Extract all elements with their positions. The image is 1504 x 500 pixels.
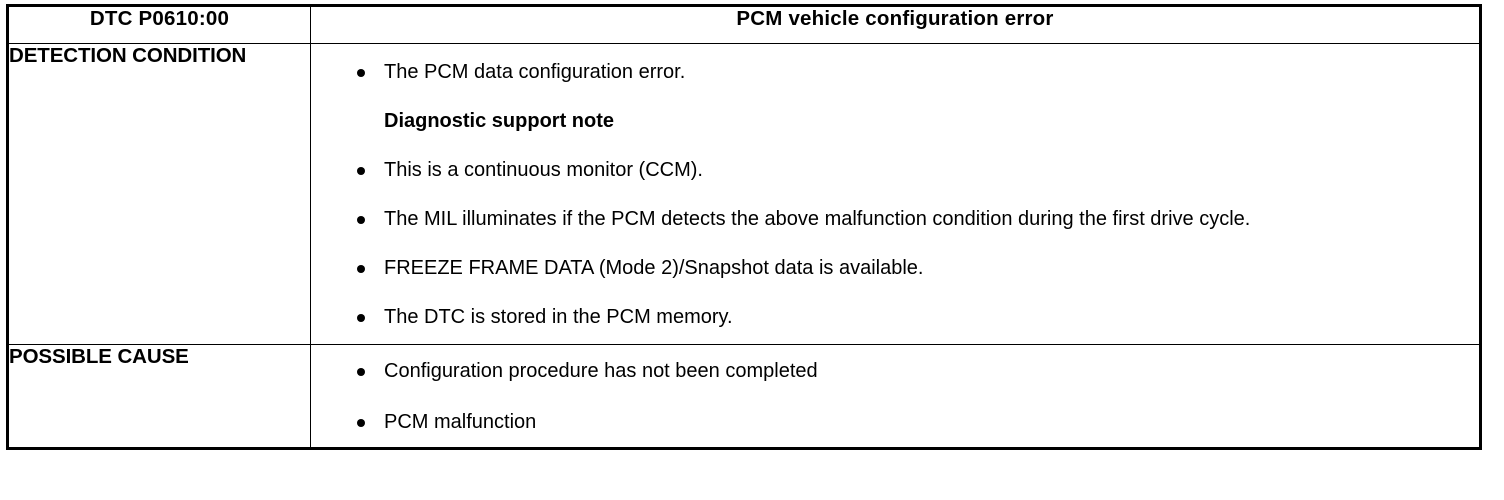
dtc-specification-table: DTC P0610:00 PCM vehicle configuration e… xyxy=(6,4,1482,450)
list-item: FREEZE FRAME DATA (Mode 2)/Snapshot data… xyxy=(351,254,1465,283)
list-item-text: The DTC is stored in the PCM memory. xyxy=(384,306,733,328)
possible-cause-label: POSSIBLE CAUSE xyxy=(7,344,311,449)
table-row-possible-cause: POSSIBLE CAUSE Configuration procedure h… xyxy=(7,344,1481,449)
list-item: This is a continuous monitor (CCM). xyxy=(351,156,1465,185)
possible-cause-list: Configuration procedure has not been com… xyxy=(311,345,1479,447)
bullet-icon xyxy=(357,265,365,273)
possible-cause-content: Configuration procedure has not been com… xyxy=(310,344,1481,449)
list-item-text: PCM malfunction xyxy=(384,411,537,433)
list-item: The DTC is stored in the PCM memory. xyxy=(351,303,1465,332)
bullet-icon xyxy=(357,419,365,427)
dtc-code-header-cell: DTC P0610:00 xyxy=(7,5,311,44)
list-item-text: Configuration procedure has not been com… xyxy=(384,360,818,382)
list-item-text: This is a continuous monitor (CCM). xyxy=(384,159,703,181)
bullet-icon xyxy=(357,167,365,175)
list-item: The PCM data configuration error. xyxy=(351,58,1465,87)
list-item-text: The PCM data configuration error. xyxy=(384,61,686,83)
bullet-icon xyxy=(357,69,365,77)
list-item: Configuration procedure has not been com… xyxy=(351,357,1465,386)
list-item-text: FREEZE FRAME DATA (Mode 2)/Snapshot data… xyxy=(384,257,924,279)
detection-condition-label: DETECTION CONDITION xyxy=(7,43,311,345)
detection-condition-content: The PCM data configuration error. Diagno… xyxy=(310,43,1481,345)
table-header-row: DTC P0610:00 PCM vehicle configuration e… xyxy=(7,5,1481,44)
bullet-icon xyxy=(357,314,365,322)
list-item: PCM malfunction xyxy=(351,408,1465,437)
list-item: The MIL illuminates if the PCM detects t… xyxy=(351,205,1465,234)
list-item-text: The MIL illuminates if the PCM detects t… xyxy=(384,208,1251,230)
diagnostic-support-note-heading: Diagnostic support note xyxy=(351,107,1465,136)
table-row-detection-condition: DETECTION CONDITION The PCM data configu… xyxy=(7,43,1481,345)
bullet-icon xyxy=(357,216,365,224)
bullet-icon xyxy=(357,368,365,376)
dtc-title-header-cell: PCM vehicle configuration error xyxy=(310,5,1481,44)
note-heading-text: Diagnostic support note xyxy=(384,110,614,132)
detection-condition-list: The PCM data configuration error. Diagno… xyxy=(311,44,1479,344)
